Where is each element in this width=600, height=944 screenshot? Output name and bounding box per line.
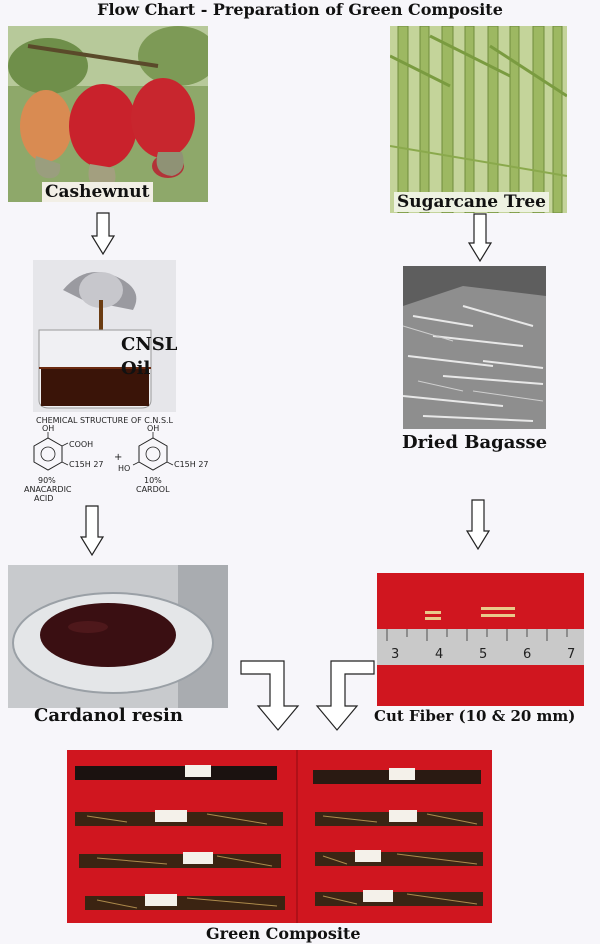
cnsl-label-line1: CNSL bbox=[121, 334, 178, 355]
sugarcane-photo bbox=[390, 26, 567, 213]
chem-left-chain: C15H 27 bbox=[69, 460, 104, 469]
chem-left-pct: 90% bbox=[38, 476, 56, 485]
cut-fiber-photo: 3 4 5 6 7 bbox=[377, 573, 584, 706]
chem-left-oh: OH bbox=[42, 424, 55, 433]
cashewnut-label: Cashewnut bbox=[42, 182, 153, 202]
dried-bagasse-label: Dried Bagasse bbox=[402, 432, 548, 453]
cut-fiber-label: Cut Fiber (10 & 20 mm) bbox=[374, 707, 576, 725]
cardanol-resin-label: Cardanol resin bbox=[34, 705, 183, 726]
sugarcane-label: Sugarcane Tree bbox=[394, 192, 549, 212]
chem-right-oh: OH bbox=[147, 424, 160, 433]
cnsl-label-line2: Oil bbox=[121, 358, 151, 379]
chem-right-chain: C15H 27 bbox=[174, 460, 209, 469]
down-arrow-cashew bbox=[91, 212, 115, 256]
down-arrow-cnsl bbox=[80, 505, 104, 557]
chem-heading: CHEMICAL STRUCTURE OF C.N.S.L bbox=[36, 416, 174, 425]
green-composite-label: Green Composite bbox=[206, 924, 361, 943]
cnsl-oil-photo bbox=[33, 260, 176, 412]
chem-right-ho: HO bbox=[118, 464, 131, 473]
green-composite-photo bbox=[67, 750, 492, 923]
chem-right-pct: 10% bbox=[144, 476, 162, 485]
ruler-number: 6 bbox=[523, 647, 532, 662]
chemical-structure: CHEMICAL STRUCTURE OF C.N.S.L OH COOH C1… bbox=[14, 416, 209, 508]
ruler-number: 5 bbox=[479, 647, 488, 662]
chem-left-name2: ACID bbox=[34, 494, 54, 503]
ruler-number: 7 bbox=[567, 647, 576, 662]
chem-right-name: CARDOL bbox=[136, 485, 170, 494]
cashewnut-photo bbox=[8, 26, 208, 202]
cardanol-resin-photo bbox=[8, 565, 228, 708]
chem-left-name1: ANACARDIC bbox=[24, 485, 72, 494]
chem-left-cooh: COOH bbox=[69, 440, 94, 449]
dried-bagasse-photo bbox=[403, 266, 546, 429]
ruler-number: 3 bbox=[391, 647, 400, 662]
bent-arrow-left bbox=[240, 660, 300, 731]
down-arrow-bagasse bbox=[466, 499, 490, 551]
down-arrow-sugarcane bbox=[468, 213, 492, 263]
bent-arrow-right bbox=[315, 660, 375, 731]
ruler-number: 4 bbox=[435, 647, 444, 662]
chem-plus: + bbox=[114, 452, 123, 463]
page-title: Flow Chart - Preparation of Green Compos… bbox=[97, 0, 503, 19]
